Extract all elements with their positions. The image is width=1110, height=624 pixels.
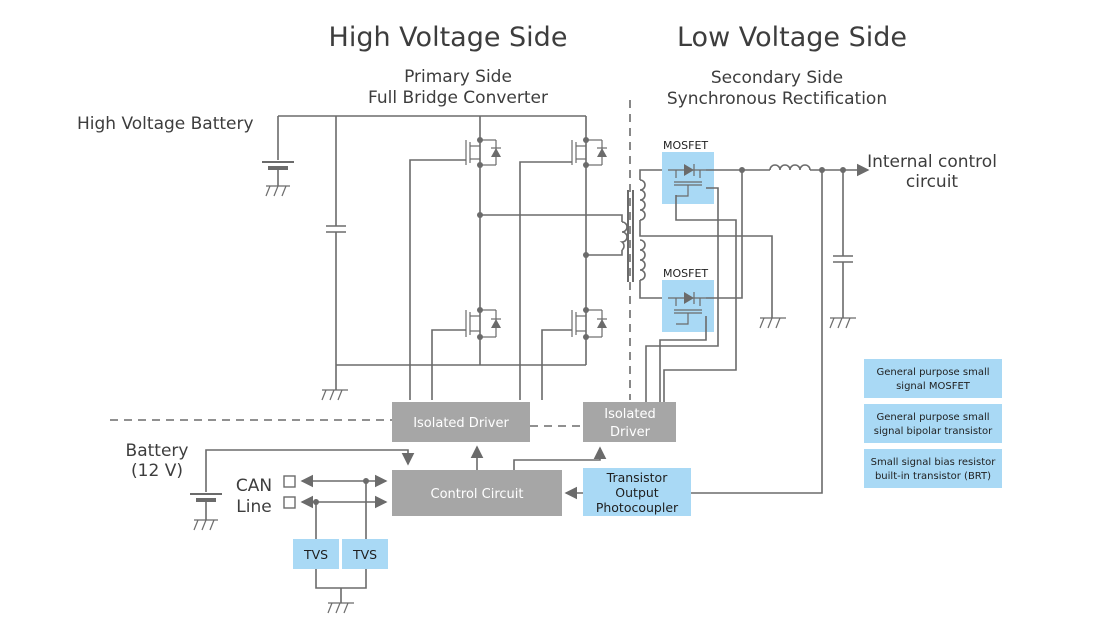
secondary-mosfet-top-icon: [668, 164, 706, 197]
hv-capacitor: [326, 225, 346, 233]
can-label-1: CAN: [236, 476, 272, 496]
hv-battery-label: High Voltage Battery: [77, 114, 254, 134]
sec-gate-wire-bottom: [659, 316, 707, 402]
control-circuit-label: Control Circuit: [431, 487, 524, 502]
gate-drive-wires: [409, 159, 572, 400]
hv-ground-symbol: [321, 389, 348, 401]
secondary-side-label: Secondary Side: [711, 68, 843, 88]
bridge-mid-right: [586, 250, 623, 256]
tvs-label-2: TVS: [352, 547, 377, 562]
legend-item-2-line2: signal bipolar transistor: [874, 426, 993, 437]
output-capacitor-icon: [833, 255, 853, 263]
isolated-driver-sec-label-1: Isolated: [604, 407, 656, 422]
primary-leg-right: [583, 116, 589, 365]
transformer-icon: [619, 179, 646, 282]
battery-supply-wire: [205, 449, 415, 492]
full-bridge-label: Full Bridge Converter: [368, 88, 548, 108]
output-ground-symbol: [829, 317, 856, 329]
legend-item-1-line2: signal MOSFET: [896, 381, 971, 392]
secondary-mosfet-bottom-icon: [668, 292, 706, 325]
isolated-driver-secondary: [583, 402, 676, 442]
photocoupler-label-1: Transistor: [606, 470, 669, 485]
can-h-terminal: [283, 475, 296, 488]
can-label-2: Line: [236, 497, 271, 517]
cc-to-sec-driver-arrow: [513, 446, 607, 470]
legend-item-mosfet: [864, 359, 1002, 398]
legend-item-3-line2: built-in transistor (BRT): [875, 471, 991, 482]
control-circuit-block: [392, 470, 562, 516]
isolated-driver-main-label: Isolated Driver: [413, 416, 509, 431]
high-voltage-side-title: High Voltage Side: [329, 22, 568, 53]
legend-item-2-line1: General purpose small: [876, 412, 989, 423]
photocoupler-label-3: Photocoupler: [596, 500, 679, 515]
legend-item-3-line1: Small signal bias resistor: [871, 457, 997, 468]
can-l-terminal: [283, 496, 296, 509]
legend-item-bipolar: [864, 404, 1002, 443]
legend-item-brt: [864, 449, 1002, 488]
output-inductor-icon: [769, 164, 811, 171]
sync-rect-label: Synchronous Rectification: [667, 89, 887, 109]
isolated-driver-sec-label-2: Driver: [610, 425, 651, 440]
primary-leg-left: [477, 116, 483, 365]
photocoupler-label-2: Output: [615, 485, 659, 500]
hv-battery-symbol: [262, 116, 294, 197]
secondary-ground-symbol: [759, 317, 786, 329]
battery-label-1: Battery: [126, 441, 189, 461]
primary-side-label: Primary Side: [404, 67, 512, 87]
sec-sense-wire: [663, 195, 737, 402]
tvs-block-1: [293, 539, 339, 569]
mosfet-bottom-label: MOSFET: [663, 267, 708, 280]
tvs-block-2: [342, 539, 388, 569]
low-voltage-side-title: Low Voltage Side: [677, 22, 907, 53]
mosfet-q1-icon: [465, 139, 501, 166]
legend-item-1-line1: General purpose small: [876, 367, 989, 378]
battery-label-2: (12 V): [131, 461, 183, 481]
secondary-center-tap: [639, 220, 773, 318]
mosfet-top-label: MOSFET: [663, 139, 708, 152]
mosfet-q2-icon: [571, 139, 607, 166]
mosfet-q3-icon: [465, 309, 501, 338]
feedback-wire: [691, 170, 823, 494]
photocoupler-block: [583, 468, 691, 516]
bridge-mid-left: [480, 214, 623, 222]
internal-control-label-2: circuit: [906, 172, 959, 192]
isolated-driver-main: [392, 402, 530, 442]
battery-12v-symbol: [190, 493, 222, 531]
sec-gate-wire-top: [645, 187, 719, 402]
tvs-label-1: TVS: [303, 547, 328, 562]
mosfet-q4-icon: [571, 309, 607, 338]
tvs-ground-symbol: [327, 602, 354, 614]
internal-control-label-1: Internal control: [867, 152, 997, 172]
legend: General purpose small signal MOSFET Gene…: [864, 359, 1002, 488]
